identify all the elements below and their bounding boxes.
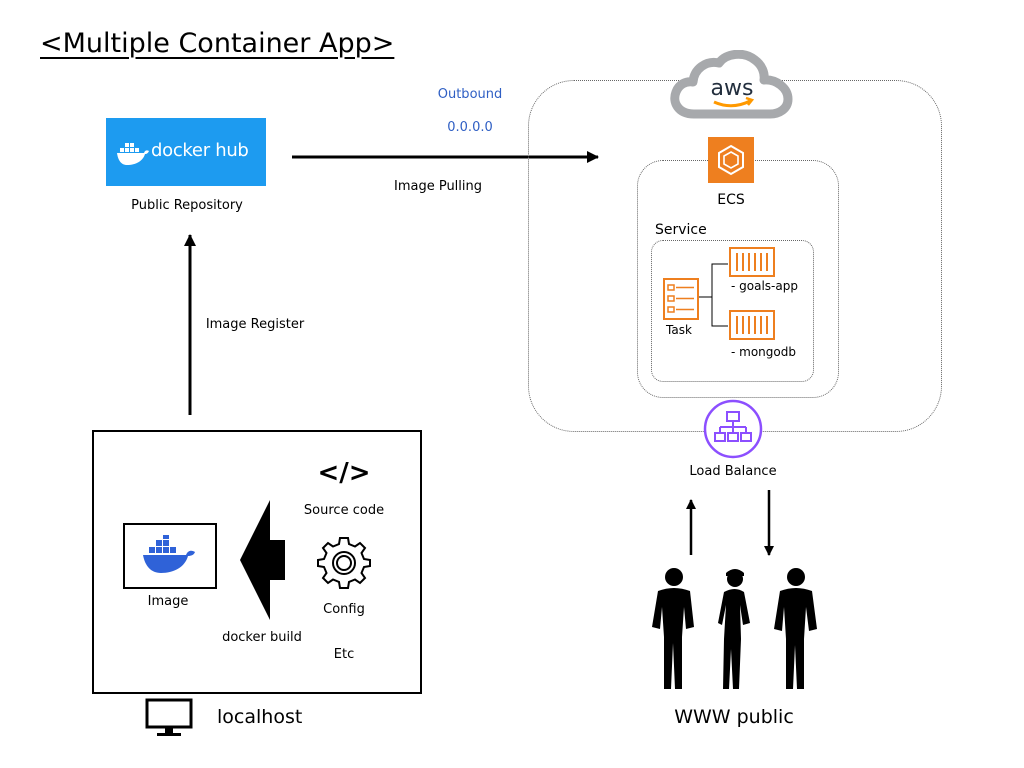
ecs-icon [708, 137, 754, 183]
service-label: Service [655, 222, 707, 238]
container-icon [729, 310, 775, 340]
aws-cloud-icon: aws [670, 50, 793, 119]
dockerhub-logo-text: docker hub [151, 140, 249, 161]
task-label: Task [666, 323, 692, 337]
source-code-label: Source code [303, 503, 385, 518]
code-brackets-icon: </> [317, 458, 371, 488]
localhost-label: localhost [217, 706, 303, 728]
service-box [651, 240, 814, 382]
task-icon [663, 278, 699, 320]
ecs-label: ECS [717, 192, 745, 208]
docker-whale-icon [143, 535, 195, 573]
docker-build-arrow [240, 500, 285, 620]
image-pulling-label: Image Pulling [393, 179, 483, 194]
dockerhub-logo: docker hub [106, 118, 266, 186]
outbound-label: Outbound [437, 87, 503, 102]
container-icon [729, 247, 775, 277]
etc-label: Etc [333, 647, 355, 662]
load-balancer-icon [703, 399, 763, 459]
image-label: Image [147, 594, 189, 609]
docker-image-box [123, 523, 217, 589]
outbound-ip-label: 0.0.0.0 [447, 120, 493, 135]
monitor-icon [145, 698, 193, 736]
container-label-mongodb: - mongodb [731, 345, 796, 359]
image-register-label: Image Register [205, 317, 305, 332]
config-label: Config [323, 602, 365, 617]
public-repository-label: Public Repository [131, 198, 243, 213]
localhost-box [92, 430, 422, 694]
task-connector [697, 263, 728, 327]
docker-build-label: docker build [222, 630, 302, 645]
container-label-goals-app: - goals-app [731, 279, 798, 293]
gear-icon [317, 537, 371, 589]
www-public-label: WWW public [674, 706, 794, 728]
docker-whale-icon [117, 143, 149, 165]
aws-logo-text: aws [711, 76, 754, 101]
person-silhouette-icon [652, 568, 817, 689]
page-title: <Multiple Container App> [40, 28, 395, 59]
load-balance-label: Load Balance [689, 464, 777, 479]
